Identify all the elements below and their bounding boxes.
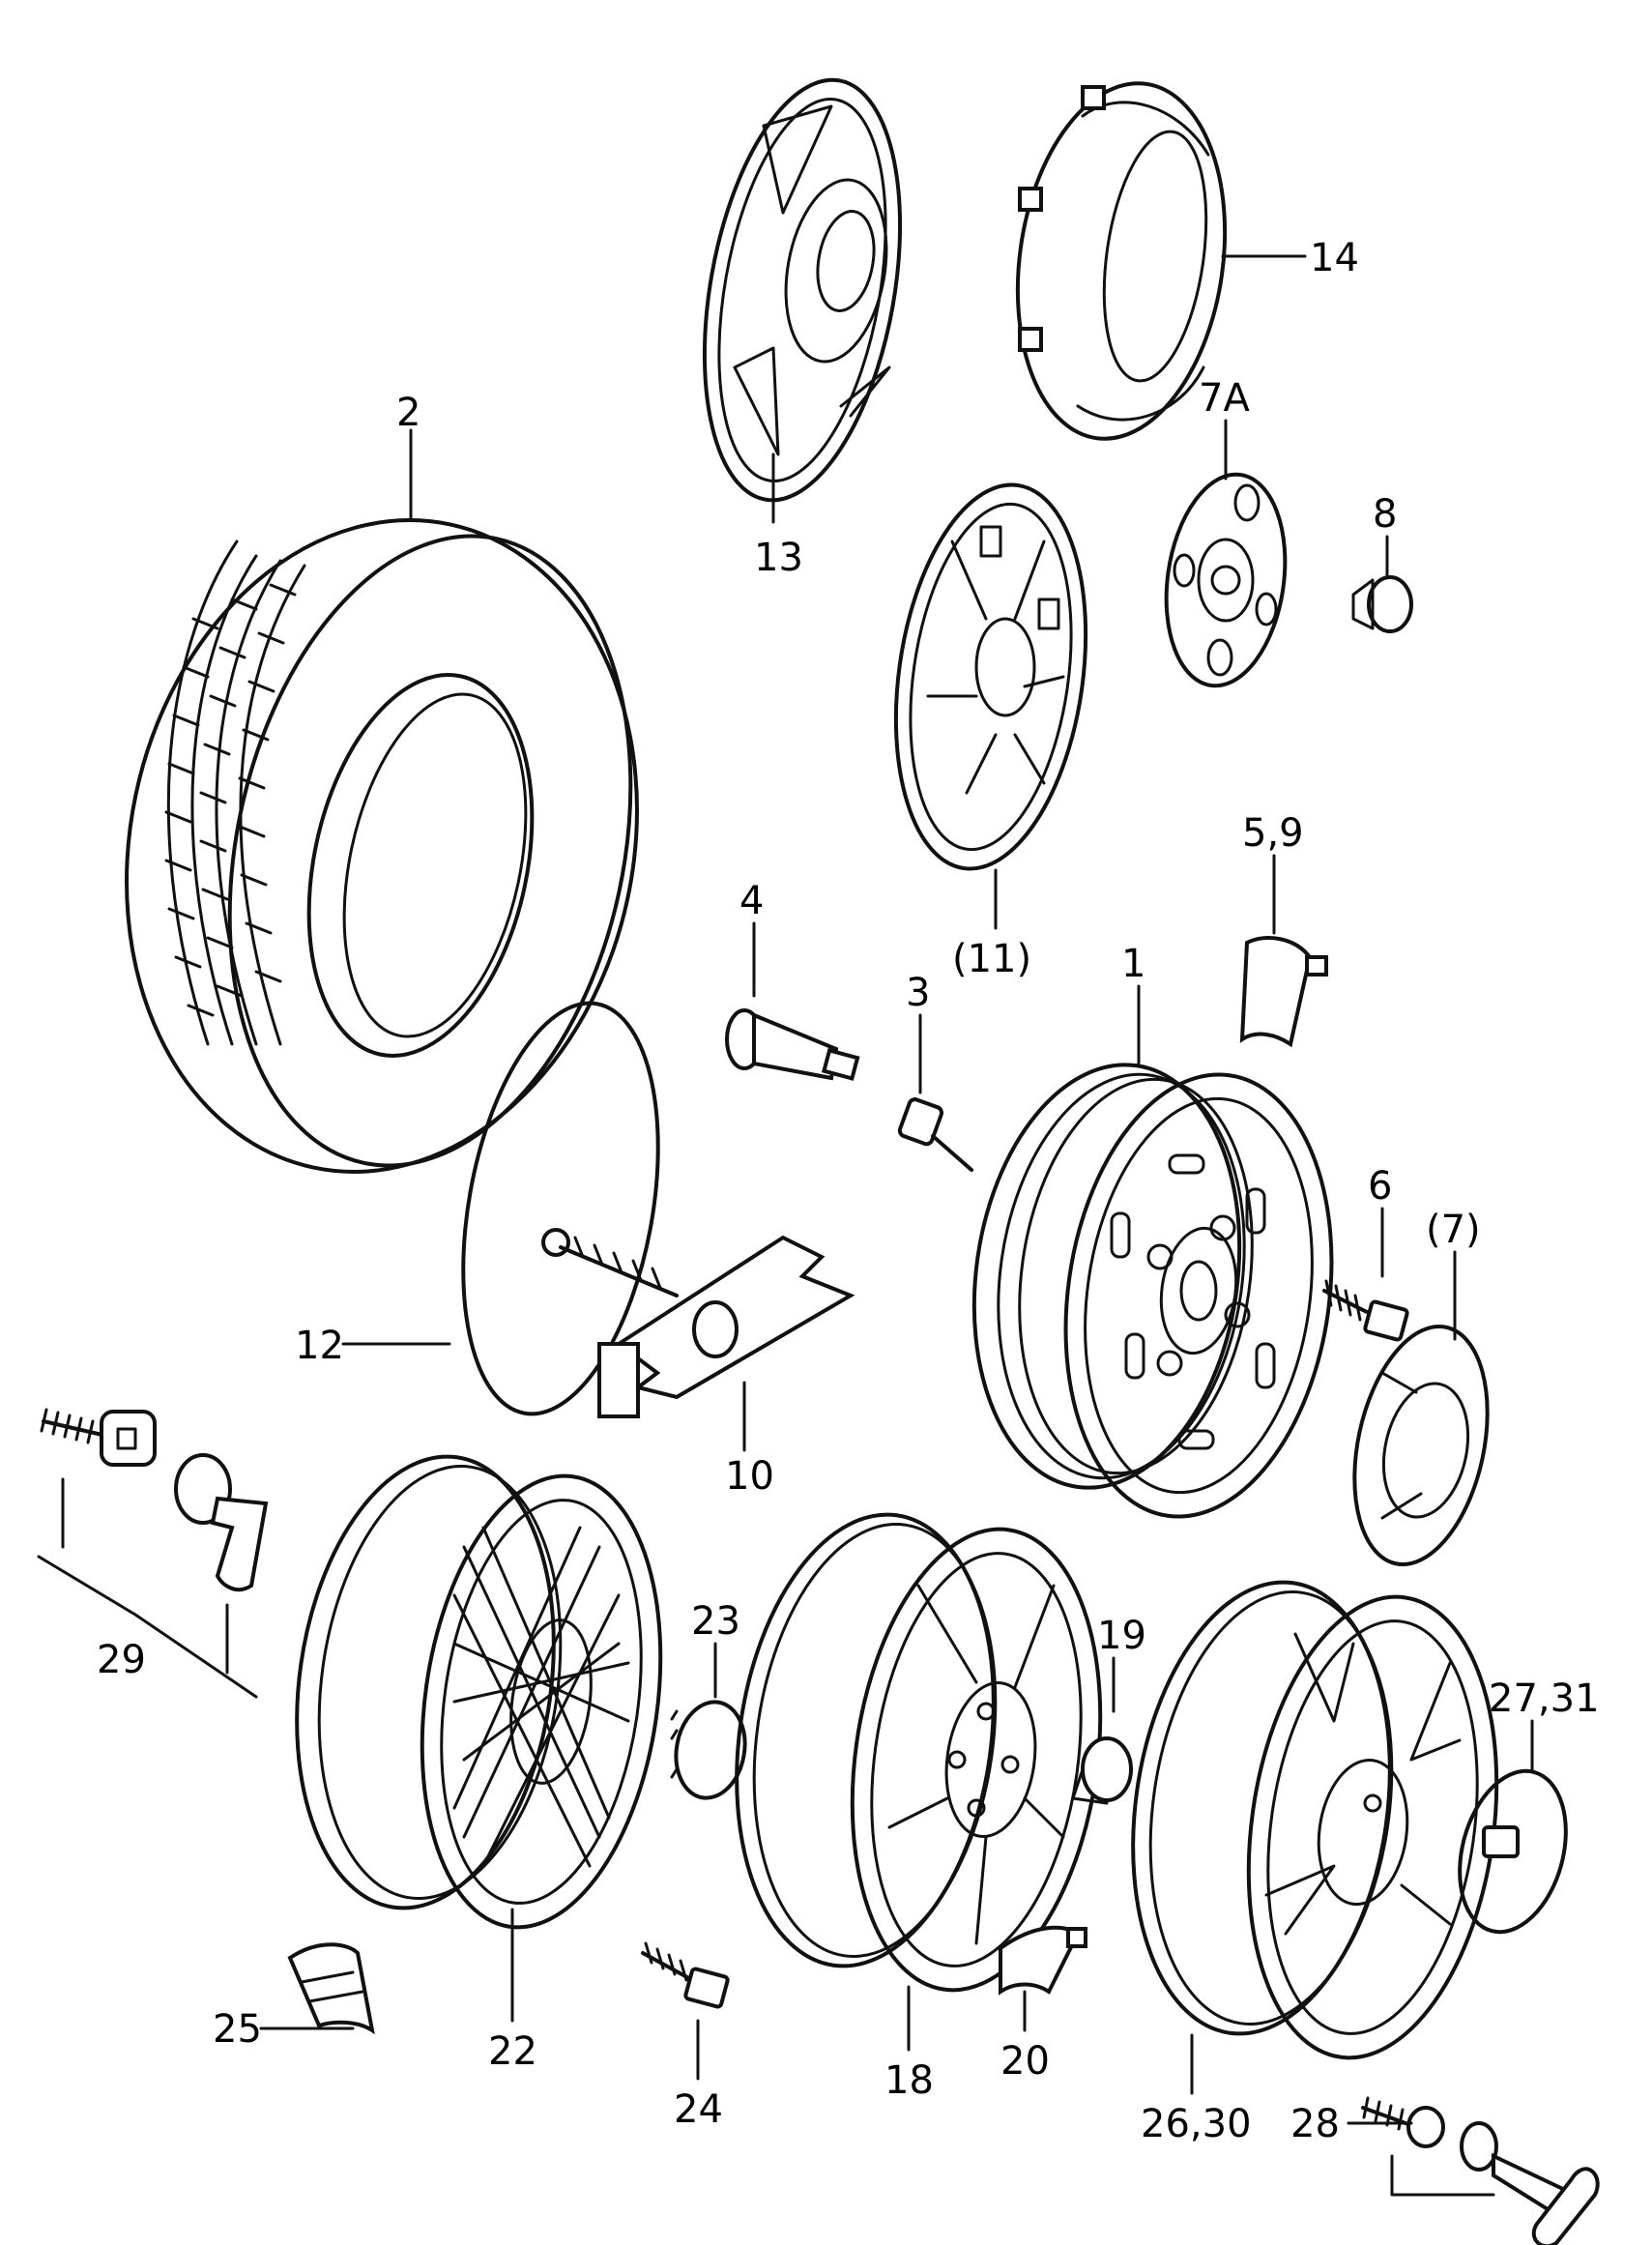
label-23: 23 bbox=[691, 1599, 740, 1644]
wheel-bolt-6 bbox=[1322, 1207, 1409, 1342]
tread-pattern bbox=[164, 583, 297, 1017]
label-1: 1 bbox=[1121, 942, 1145, 986]
valve-insert-3 bbox=[897, 1013, 973, 1172]
label-24: 24 bbox=[674, 2087, 723, 2132]
hubcap-11 bbox=[893, 482, 1088, 930]
label-10: 10 bbox=[725, 1454, 774, 1499]
part-labels: 2 13 14 7A 8 (11) 5,9 4 1 3 6 (7) 12 10 … bbox=[97, 236, 1600, 2146]
label-7: (7) bbox=[1426, 1208, 1481, 1252]
label-2: 2 bbox=[396, 391, 420, 435]
wheel-cover-13 bbox=[702, 77, 903, 524]
spare-wheel-clamp-12 bbox=[341, 1001, 660, 1416]
spare-wheel-bracket-10 bbox=[541, 1228, 855, 1452]
label-20: 20 bbox=[1000, 2039, 1050, 2084]
label-12: 12 bbox=[295, 1324, 344, 1368]
emblem-cap-7a bbox=[1164, 419, 1288, 688]
label-19: 19 bbox=[1097, 1614, 1146, 1658]
label-3: 3 bbox=[906, 971, 930, 1015]
tyre-2 bbox=[125, 428, 639, 1174]
center-cap-14 bbox=[1015, 81, 1307, 441]
alloy-wheel-2630 bbox=[1131, 1580, 1499, 2095]
small-cap-8 bbox=[1351, 535, 1413, 633]
label-29: 29 bbox=[97, 1638, 146, 1682]
label-59: 5,9 bbox=[1242, 811, 1304, 856]
alloy-wheel-18 bbox=[735, 1512, 1103, 2052]
alloy-wheel-22 bbox=[295, 1454, 663, 2023]
valve-4 bbox=[725, 921, 860, 1081]
label-4: 4 bbox=[739, 879, 764, 923]
label-18: 18 bbox=[884, 2058, 934, 2103]
label-2630: 26,30 bbox=[1141, 2102, 1252, 2146]
steel-wheel-1 bbox=[971, 984, 1334, 1519]
label-14: 14 bbox=[1310, 236, 1359, 280]
locking-bolt-28 bbox=[1347, 2096, 1600, 2245]
hub-cap-7 bbox=[1352, 1250, 1490, 1567]
label-6: 6 bbox=[1368, 1164, 1392, 1209]
label-25: 25 bbox=[213, 2007, 262, 2052]
balance-weight-25 bbox=[259, 1942, 375, 2035]
balance-weight-59 bbox=[1239, 854, 1328, 1048]
label-13: 13 bbox=[754, 536, 803, 580]
label-11: (11) bbox=[952, 937, 1031, 981]
label-22: 22 bbox=[488, 2029, 537, 2074]
center-cap-19 bbox=[1071, 1656, 1133, 1805]
label-2731: 27,31 bbox=[1489, 1676, 1600, 1721]
wheel-bolt-24 bbox=[641, 1941, 730, 2081]
balance-weight-20 bbox=[999, 1925, 1087, 2032]
center-cap-2731 bbox=[1458, 1719, 1568, 1935]
label-8: 8 bbox=[1373, 492, 1397, 537]
label-7a: 7A bbox=[1199, 376, 1250, 421]
label-28: 28 bbox=[1290, 2102, 1340, 2146]
locking-bolt-29 bbox=[37, 1408, 269, 1699]
center-cap-23 bbox=[670, 1642, 747, 1800]
